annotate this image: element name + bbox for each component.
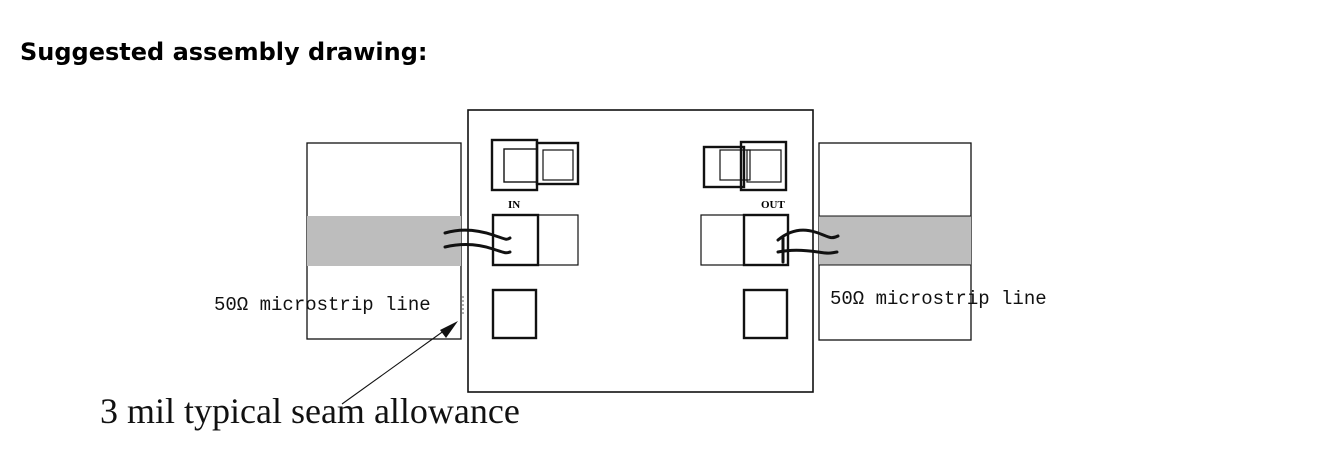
seam-leader-arrow [341,321,458,405]
rf-in-pad [491,213,579,267]
right-microstrip-label: 50Ω microstrip line [830,288,1047,310]
input-bond-wires [443,228,512,255]
left-substrate [306,142,462,340]
rf-out-pad [700,213,790,267]
left-microstrip-line [307,216,461,266]
bottom-left-pad [491,288,538,340]
top-right-pads [702,140,788,192]
seam-allowance-label: 3 mil typical seam allowance [100,391,520,431]
output-bond-wires [776,228,840,264]
bottom-right-pad [742,288,789,340]
pin-in-label: IN [508,199,520,211]
top-left-pads [490,138,580,192]
right-microstrip-line [819,216,971,265]
page-title: Suggested assembly drawing: [20,38,428,66]
chip-body [467,109,814,393]
right-substrate [818,142,972,341]
left-microstrip-label: 50Ω microstrip line [214,294,431,316]
pin-out-label: OUT [761,199,786,211]
